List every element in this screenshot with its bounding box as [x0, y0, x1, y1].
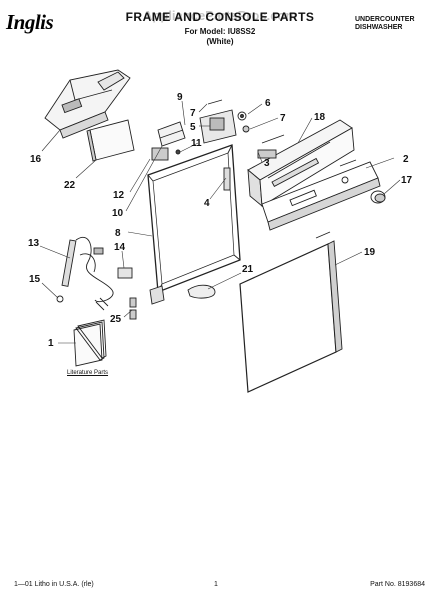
callout-17: 17 — [401, 175, 413, 186]
appliance-line-1: UNDERCOUNTER — [355, 16, 415, 23]
part-2-control-panel — [261, 159, 381, 231]
callout-4: 4 — [204, 198, 210, 209]
literature-parts-label: Literature Parts — [67, 370, 109, 376]
callout-13: 13 — [28, 238, 40, 249]
part-17-knob — [370, 190, 386, 204]
part-22-plate — [86, 119, 135, 162]
page-title: FRAME AND CONSOLE PARTS — [125, 10, 315, 24]
callout-18: 18 — [314, 112, 326, 123]
footer-litho: 1—01 Litho in U.S.A. (rle) — [14, 581, 94, 588]
part-19-door-panel — [239, 231, 343, 393]
part-16-bracket — [44, 69, 131, 139]
part-11-switch — [151, 147, 181, 161]
callout-22: 22 — [64, 180, 76, 191]
callout-7b: 7 — [280, 113, 286, 124]
leader-lines — [39, 100, 401, 344]
part-25-clip — [129, 297, 137, 320]
appliance-line-2: DISHWASHER — [355, 24, 403, 31]
callout-3: 3 — [264, 158, 270, 169]
callout-19: 19 — [364, 247, 376, 258]
callout-5: 5 — [190, 122, 196, 133]
callout-1: 1 — [48, 338, 54, 349]
part-13-harness — [56, 237, 133, 311]
part-8-frame — [147, 144, 241, 305]
part-18-console — [247, 119, 355, 208]
callout-15: 15 — [29, 274, 41, 285]
appliance-type: UNDERCOUNTER DISHWASHER — [355, 16, 415, 32]
callout-labels: 16 22 9 7 5 6 7 18 11 2 12 3 10 4 17 8 1… — [28, 92, 413, 349]
callout-11: 11 — [191, 138, 202, 149]
brand-logo: Inglis — [6, 10, 54, 34]
callout-6: 6 — [265, 98, 271, 109]
callout-8: 8 — [115, 228, 121, 239]
callout-12: 12 — [113, 190, 125, 201]
part-21-clip — [187, 284, 216, 299]
callout-2: 2 — [403, 154, 409, 165]
callout-7a: 7 — [190, 108, 196, 119]
footer-part-number: Part No. 8193684 — [370, 581, 425, 588]
footer-page-number: 1 — [214, 581, 218, 588]
model-line: For Model: IU8SS2 — [184, 27, 256, 36]
callout-21: 21 — [242, 264, 254, 275]
part-9-bracket — [157, 121, 186, 147]
callout-10: 10 — [112, 208, 124, 219]
part-1-literature — [73, 319, 107, 367]
color-line: (White) — [206, 37, 234, 46]
callout-25: 25 — [110, 314, 122, 325]
watermark: AppliancePartsPros.com — [143, 8, 297, 23]
callout-9: 9 — [177, 92, 183, 103]
part-5-latch — [199, 99, 250, 144]
callout-14: 14 — [114, 242, 126, 253]
callout-16: 16 — [30, 154, 42, 165]
